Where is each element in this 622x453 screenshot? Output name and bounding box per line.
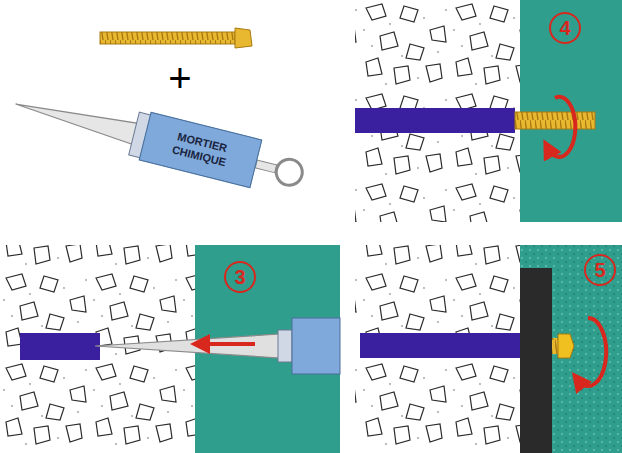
cartridge bbox=[292, 318, 340, 374]
plate bbox=[520, 0, 622, 222]
nozzle bbox=[95, 334, 280, 358]
nozzle-collar bbox=[278, 330, 292, 362]
plus-sign: + bbox=[168, 58, 191, 98]
anchor-rod bbox=[20, 333, 100, 360]
screw bbox=[515, 112, 595, 129]
callout-circle bbox=[550, 13, 580, 43]
anchor-rod bbox=[360, 333, 525, 358]
callout-circle bbox=[225, 262, 255, 292]
concrete bbox=[355, 0, 522, 222]
syringe bbox=[10, 83, 307, 197]
cartridge-text: MORTIER CHIMIQUE bbox=[142, 121, 259, 179]
fixture bbox=[520, 268, 552, 453]
callout-number: 3 bbox=[234, 267, 245, 287]
rotation-arrow bbox=[578, 318, 606, 386]
callout-number: 4 bbox=[559, 18, 570, 38]
callout-number: 5 bbox=[594, 260, 605, 280]
threaded-rod bbox=[100, 28, 252, 48]
nut bbox=[558, 334, 574, 358]
rotation-arrow bbox=[548, 97, 575, 157]
anchor-rod bbox=[355, 108, 515, 133]
callout-circle bbox=[585, 255, 615, 285]
injection-arrow bbox=[200, 342, 255, 346]
cartridge-body: MORTIER CHIMIQUE bbox=[139, 112, 263, 188]
plate bbox=[520, 245, 622, 453]
